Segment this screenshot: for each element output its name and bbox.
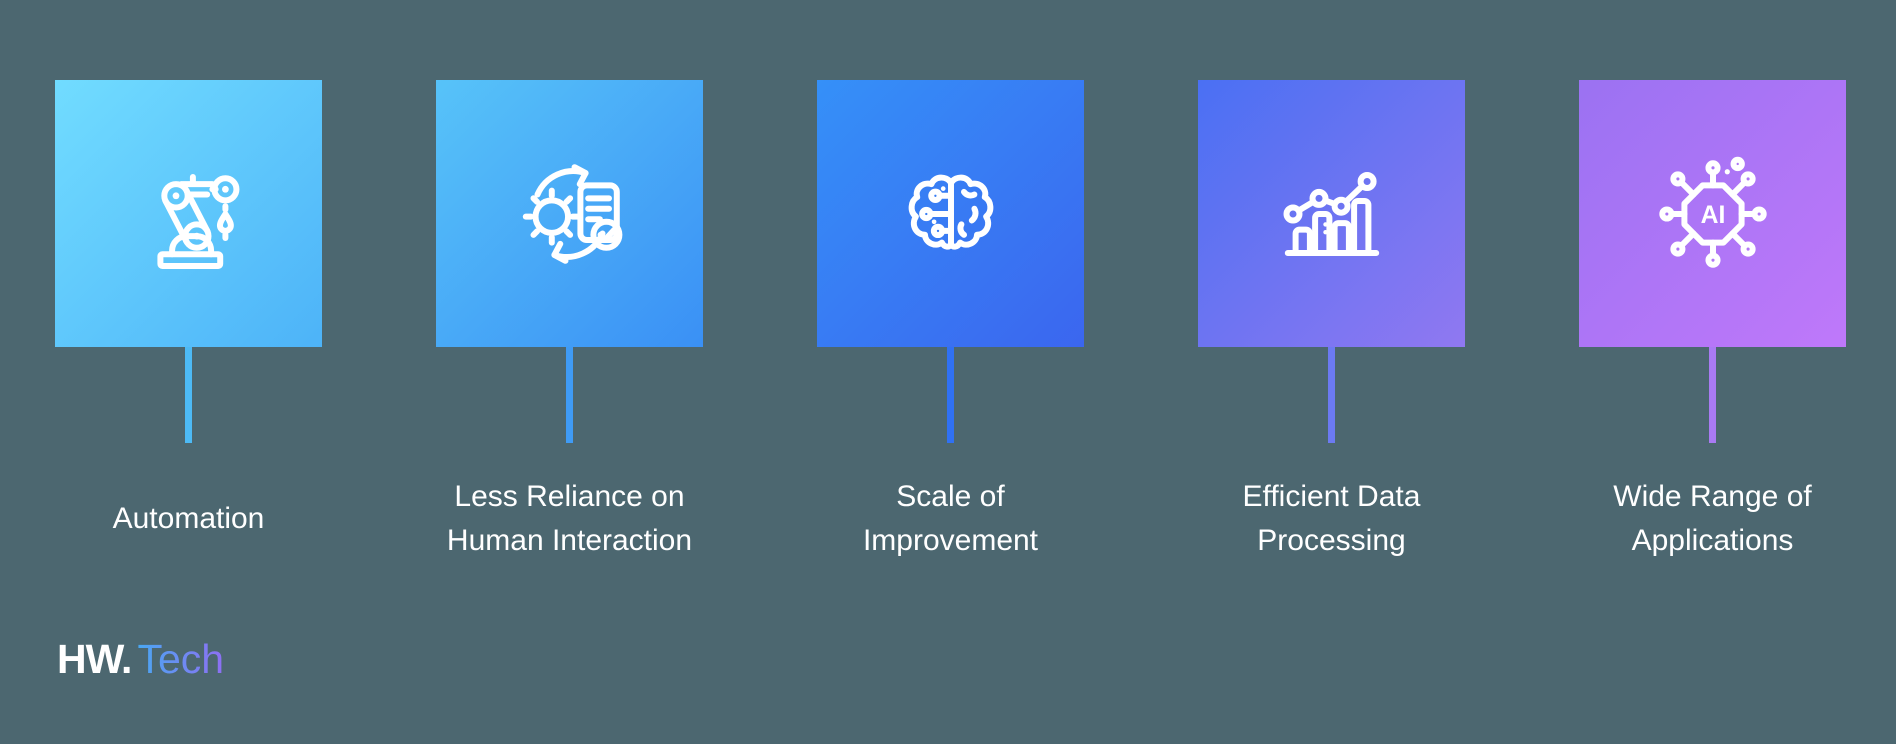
feature-label: Scale of Improvement (863, 473, 1038, 565)
feature-tile (436, 80, 703, 347)
logo: HW. Tech (57, 637, 224, 681)
connector-line (1709, 347, 1716, 443)
robot-arm-icon (156, 173, 239, 269)
feature-label-line: Automation (112, 502, 265, 535)
svg-text:AI: AI (1700, 202, 1725, 229)
feature-label-line: Improvement (862, 524, 1039, 557)
connector-line (185, 347, 192, 443)
feature-tile (817, 80, 1084, 347)
feature-row: Automation (55, 80, 1846, 565)
feature-card-wide-range: AI Wide Range of Applications (1579, 80, 1846, 565)
feature-tile (55, 80, 322, 347)
brain-circuit-icon (908, 174, 993, 250)
feature-label: Less Reliance on Human Interaction (447, 473, 692, 565)
gear-document-sync-icon (522, 163, 622, 264)
bar-chart-trend-icon (1283, 171, 1379, 256)
feature-card-automation: Automation (55, 80, 322, 565)
ai-chip-icon: AI (1658, 156, 1767, 268)
feature-label-line: Efficient Data (1242, 480, 1421, 513)
logo-brand: HW. (57, 636, 132, 682)
feature-card-efficient-data: Efficient Data Processing (1198, 80, 1465, 565)
connector-line (566, 347, 573, 443)
feature-label: Automation (113, 473, 265, 565)
feature-label-line: Wide Range of (1613, 480, 1812, 513)
connector-line (1328, 347, 1335, 443)
feature-label: Efficient Data Processing (1243, 473, 1421, 565)
feature-tile (1198, 80, 1465, 347)
feature-card-scale-of-improvement: Scale of Improvement (817, 80, 1084, 565)
feature-label: Wide Range of Applications (1613, 473, 1811, 565)
feature-label-line: Processing (1257, 524, 1406, 557)
feature-label-line: Applications (1631, 524, 1794, 557)
logo-suffix: Tech (137, 636, 225, 682)
feature-card-less-reliance: Less Reliance on Human Interaction (436, 80, 703, 565)
feature-tile: AI (1579, 80, 1846, 347)
connector-line (947, 347, 954, 443)
feature-label-line: Less Reliance on (454, 480, 685, 513)
feature-label-line: Scale of (896, 480, 1005, 513)
feature-label-line: Human Interaction (446, 524, 693, 557)
